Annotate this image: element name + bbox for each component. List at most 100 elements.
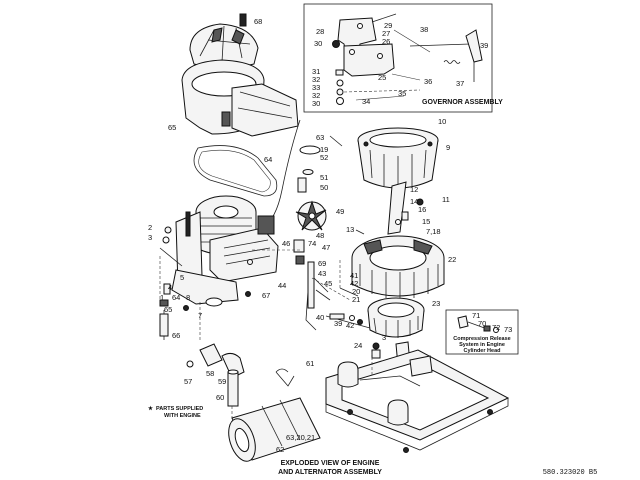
compression-line1: Compression Release: [453, 336, 510, 342]
compression-release-inset: Compression Release System in Engine Cyl…: [445, 309, 519, 355]
callout: 46: [282, 239, 290, 248]
callout: 4: [168, 283, 172, 292]
callout: 30: [312, 99, 320, 108]
callout: 42: [350, 279, 358, 288]
callout: 43: [318, 269, 326, 278]
bracket-12: [387, 181, 407, 235]
stator-22: [351, 235, 445, 300]
belt-64: [193, 145, 278, 197]
blower-housing-group: [181, 13, 299, 137]
callout: 42: [346, 321, 354, 330]
alternator-housing: [357, 127, 439, 189]
spark-plug-area: [257, 215, 275, 235]
callout: 48: [316, 231, 324, 240]
callout: 31: [312, 67, 320, 76]
callout: 30: [314, 39, 322, 48]
callout: 61: [306, 359, 314, 368]
shroud-hood: [231, 83, 299, 137]
callout-labels: 68 28 29 27 30 26 38 39 31 32 33 25 32 3…: [148, 17, 512, 454]
callout: 14: [410, 197, 418, 206]
callout: 12: [410, 185, 418, 194]
callout: 39: [480, 41, 488, 50]
callout: 1: [160, 293, 164, 302]
callout: 23: [432, 299, 440, 308]
governor-spring: [443, 60, 461, 64]
callout: 50: [320, 183, 328, 192]
callout: 40: [316, 313, 324, 322]
footnote: ★ PARTS SUPPLIED WITH ENGINE: [148, 405, 203, 419]
callout: 2: [148, 223, 152, 232]
callout: 72: [492, 323, 500, 332]
callout: 32: [312, 91, 320, 100]
exhaust-group: [186, 300, 321, 462]
callout: 38: [420, 25, 428, 34]
callout: 39: [334, 319, 342, 328]
callout: 16: [418, 205, 426, 214]
callout: 10: [438, 117, 446, 126]
drawing-code: 580.323020 B5: [543, 469, 598, 477]
governor-assembly-label: GOVERNOR ASSEMBLY: [422, 99, 503, 106]
callout: 32: [312, 75, 320, 84]
callout: 27: [382, 29, 390, 38]
diagram-title-line1: EXPLODED VIEW OF ENGINE: [281, 460, 380, 467]
callout: 22: [448, 255, 456, 264]
callout: 52: [320, 153, 328, 162]
callout: 69: [318, 259, 326, 268]
alternator-fan: [293, 135, 343, 331]
callout: 45: [324, 279, 332, 288]
governor-lever: [465, 29, 483, 63]
callout: 65: [164, 305, 172, 314]
bolt-66: [159, 313, 169, 337]
footnote-line1: PARTS SUPPLIED: [156, 406, 203, 412]
compression-inset-frame: [445, 309, 519, 355]
cap-screw-68: [239, 13, 247, 27]
callout: 51: [320, 173, 328, 182]
compression-line3: Cylinder Head: [464, 348, 501, 354]
callout: 49: [336, 207, 344, 216]
pipe-60: [227, 371, 239, 407]
callout: 68: [254, 17, 262, 26]
callout: 7: [198, 311, 202, 320]
clamp-61: [275, 368, 295, 387]
callout: 29: [384, 21, 392, 30]
callout: 3: [382, 333, 386, 342]
rotor-shaft: [307, 261, 315, 309]
callout: 63: [316, 133, 324, 142]
callout: 65: [168, 123, 176, 132]
diagram-title-line2: AND ALTERNATOR ASSEMBLY: [278, 469, 382, 476]
callout: 37: [456, 79, 464, 88]
callout: 25: [378, 73, 386, 82]
callout: 11: [442, 195, 450, 204]
callout: 5: [180, 273, 184, 282]
callout: 33: [312, 83, 320, 92]
gasket-7: [205, 297, 223, 307]
compression-line2: System in Engine: [459, 342, 505, 348]
callout: 34: [362, 97, 370, 106]
governor-plate: [343, 43, 395, 77]
callout: 26: [382, 37, 390, 46]
callout: 41: [350, 271, 358, 280]
callout: 64: [264, 155, 272, 164]
washer-52: [299, 145, 321, 155]
callout: 57: [184, 377, 192, 386]
callout: 70: [478, 319, 486, 328]
callout: 62: [276, 445, 284, 454]
callout: 44: [278, 281, 286, 290]
callout: 66: [172, 331, 180, 340]
callout: 71: [472, 311, 480, 320]
callout: 36: [424, 77, 432, 86]
callout: 9: [446, 143, 450, 152]
footnote-star: ★: [148, 405, 154, 412]
callout: 20: [352, 287, 360, 296]
callout: 74: [308, 239, 316, 248]
callout: 47: [322, 243, 330, 252]
callout: 28: [316, 27, 324, 36]
mount-post: [337, 361, 359, 388]
base-frame: [325, 349, 510, 453]
footnote-line2: WITH ENGINE: [164, 413, 201, 419]
callout: 8: [186, 293, 190, 302]
callout: 19: [320, 145, 328, 154]
callout: 59: [218, 377, 226, 386]
callout: 21: [352, 295, 360, 304]
